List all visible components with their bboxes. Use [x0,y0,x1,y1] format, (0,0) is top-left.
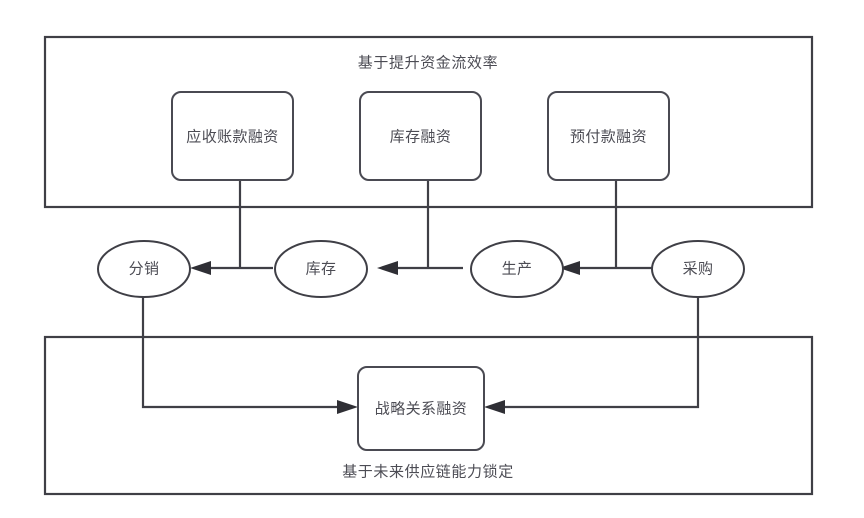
node-inventory-label: 库存 [306,260,337,278]
connector-distribution-to-strategic-line [141,297,342,409]
box-strategic-relationship-financing-label: 战略关系融资 [375,400,467,418]
box-inventory-financing-label: 库存融资 [390,128,452,146]
node-inventory-shape [274,240,368,298]
connector-procurement-to-strategic-arrowhead [484,400,505,414]
node-inventory[interactable]: 库存 [274,240,368,298]
box-inventory-financing[interactable]: 库存融资 [359,91,482,181]
node-distribution-label: 分销 [129,260,160,278]
box-strategic-relationship-financing-shape [357,366,485,451]
box-inventory-financing-shape [359,91,482,181]
box-prepayment-financing-shape [547,91,670,181]
node-procurement[interactable]: 采购 [651,240,745,298]
box-receivables-financing-label: 应收账款融资 [186,128,278,146]
node-procurement-label: 采购 [683,260,714,278]
top-group-caption: 基于提升资金流效率 [358,54,498,72]
box-prepayment-financing-label: 预付款融资 [570,128,647,146]
box-prepayment-financing[interactable]: 预付款融资 [547,91,670,181]
box-receivables-financing-shape [171,91,294,181]
bottom-group-frame [43,335,814,496]
flow-inventory-to-distribution-arrowhead [190,261,211,275]
node-production-label: 生产 [502,260,533,278]
flow-procurement-to-production-arrowhead [559,261,580,275]
box-receivables-financing[interactable]: 应收账款融资 [171,91,294,181]
bottom-group-caption: 基于未来供应链能力锁定 [342,463,514,481]
node-production-shape [470,240,564,298]
node-production[interactable]: 生产 [470,240,564,298]
box-strategic-relationship-financing[interactable]: 战略关系融资 [357,366,485,451]
connector-distribution-to-strategic-arrowhead [337,400,358,414]
node-distribution[interactable]: 分销 [97,240,191,298]
connector-procurement-to-strategic-line [500,297,700,409]
flow-production-to-inventory-arrowhead [377,261,398,275]
